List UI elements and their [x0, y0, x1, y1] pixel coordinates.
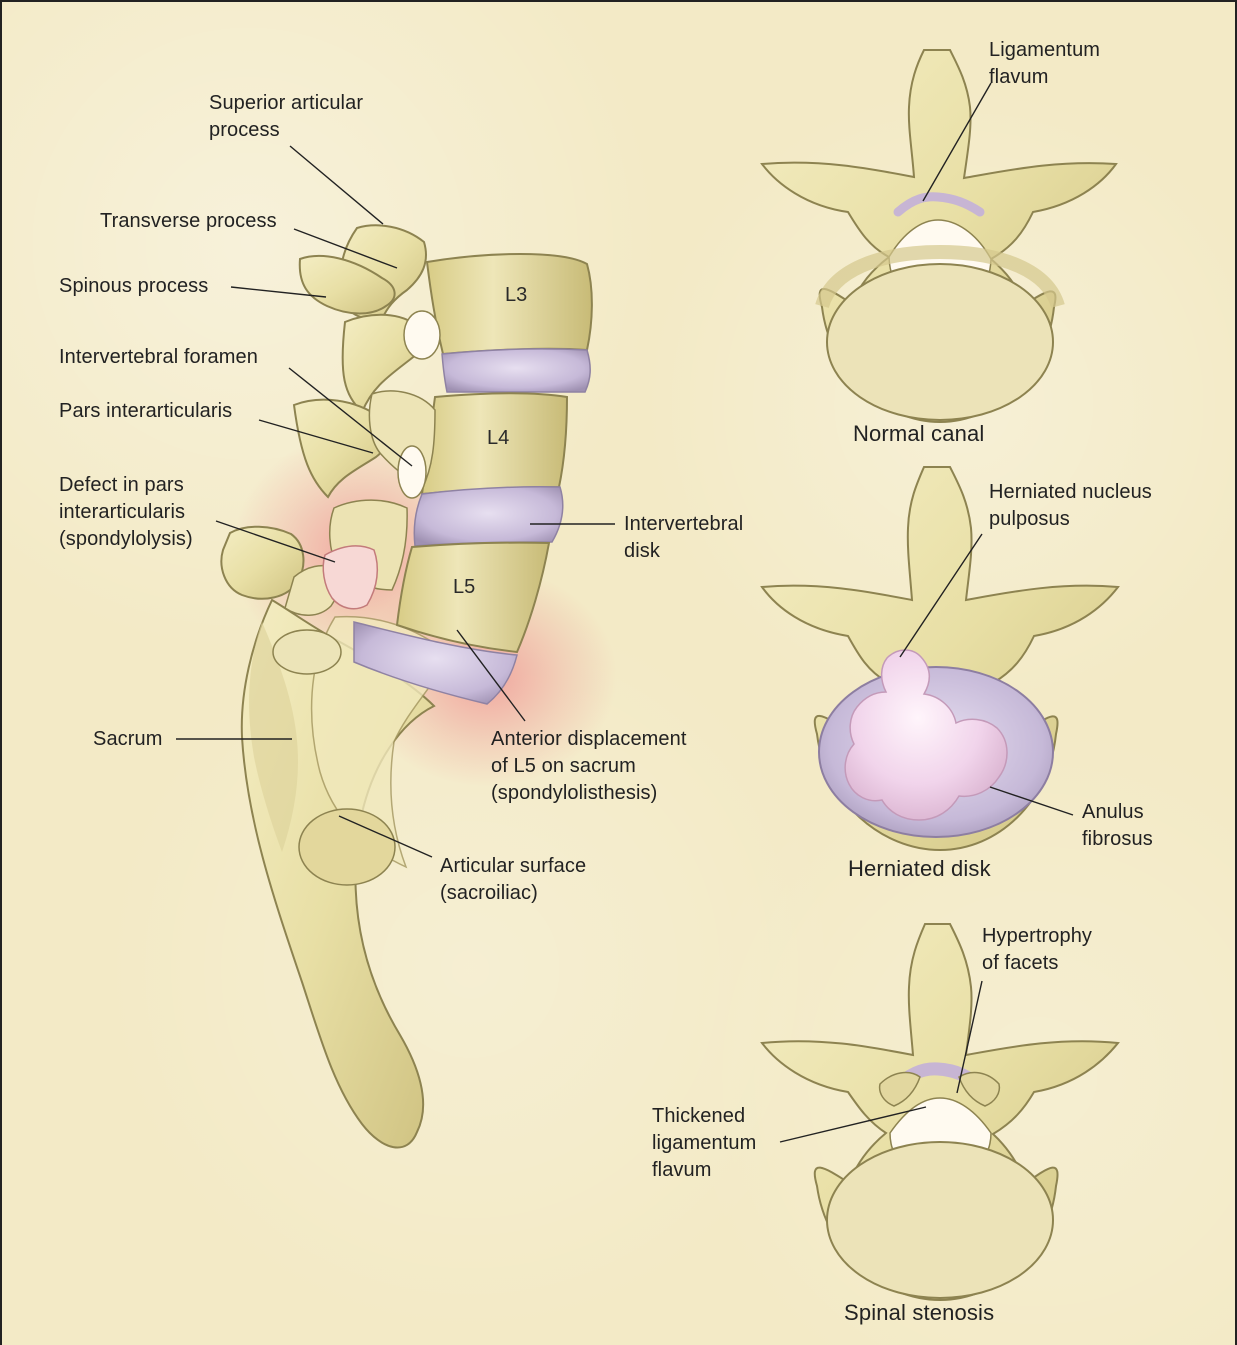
spinal-stenosis-caption: Spinal stenosis: [844, 1299, 994, 1327]
sacral-process: [273, 630, 341, 674]
foramen-l3: [404, 311, 440, 359]
defect-in-pars-label: Defect in pars interarticularis (spondyl…: [59, 472, 193, 553]
herniated-disk-caption: Herniated disk: [848, 855, 991, 883]
pars-interarticularis-label: Pars interarticularis: [59, 398, 232, 425]
l3-l4-disk: [442, 349, 590, 392]
normal-canal-caption: Normal canal: [853, 420, 984, 448]
anterior-displacement-label: Anterior displacement of L5 on sacrum (s…: [491, 726, 687, 807]
thickened-ligamentum-label: Thickened ligamentum flavum: [652, 1103, 756, 1184]
leader-superior-articular-process: [290, 146, 383, 224]
ligamentum-flavum-label: Ligamentum flavum: [989, 37, 1100, 91]
l4-l5-disk: [414, 487, 563, 546]
stenosis-vertebral-body: [827, 1142, 1053, 1298]
spinal-stenosis-view: [762, 924, 1118, 1300]
intervertebral-disk-label: Intervertebral disk: [624, 511, 743, 565]
intervertebral-foramen-label: Intervertebral foramen: [59, 344, 258, 371]
transverse-process-label: Transverse process: [100, 208, 277, 235]
hypertrophy-facets-label: Hypertrophy of facets: [982, 923, 1092, 977]
articular-surface-label: Articular surface (sacroiliac): [440, 853, 586, 907]
anulus-fibrosus-label: Anulus fibrosus: [1082, 799, 1153, 853]
segment-l3: L3: [505, 283, 527, 307]
normal-vertebral-body: [827, 264, 1053, 420]
normal-canal-view: [762, 50, 1116, 422]
segment-l4: L4: [487, 426, 509, 450]
segment-l5: L5: [453, 575, 475, 599]
herniated-nucleus-label: Herniated nucleus pulposus: [989, 479, 1152, 533]
superior-articular-process-label: Superior articular process: [209, 90, 363, 144]
foramen-l4: [398, 446, 426, 498]
articular-surface-shape: [299, 809, 395, 885]
sacrum-label: Sacrum: [93, 726, 163, 753]
spinous-process-label: Spinous process: [59, 273, 208, 300]
